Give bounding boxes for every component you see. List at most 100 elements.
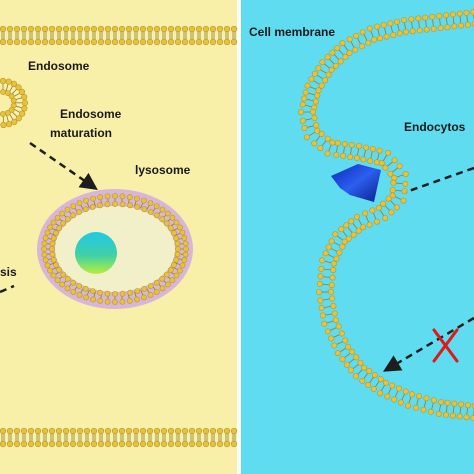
- lipid-head: [332, 231, 339, 238]
- lipid-head: [69, 38, 77, 46]
- lipid-head: [82, 206, 89, 213]
- lipid-head: [336, 249, 343, 256]
- lipid-head: [50, 219, 57, 226]
- lipid-head: [387, 20, 394, 27]
- lipid-head: [59, 210, 66, 217]
- drug-nanoparticle-in-lysosome: [75, 232, 117, 274]
- lipid-head: [27, 440, 35, 448]
- lipid-head: [443, 411, 450, 418]
- lipid-head: [97, 38, 105, 46]
- lipid-head: [119, 193, 126, 200]
- lipid-head: [153, 279, 160, 286]
- lipid-head: [170, 262, 177, 268]
- lipid-head: [464, 21, 471, 28]
- lipid-head: [159, 285, 166, 292]
- label-maturation-line2: maturation: [50, 126, 112, 140]
- label-partial-left: sis: [0, 265, 17, 279]
- lipid-head: [174, 240, 181, 247]
- lipid-head: [318, 82, 325, 89]
- lipid-head: [174, 251, 181, 258]
- lipid-head: [311, 70, 318, 77]
- lipid-head: [366, 25, 373, 32]
- lipid-head: [53, 262, 59, 268]
- lipid-head: [21, 105, 28, 112]
- lipid-head: [409, 28, 416, 35]
- lipid-head: [188, 38, 196, 46]
- lipid-head: [6, 440, 14, 448]
- lipid-head: [301, 95, 308, 102]
- lipid-head: [343, 222, 350, 229]
- lipid-head: [391, 396, 398, 403]
- lipid-head: [377, 376, 384, 383]
- left-bottom-bilayer: [0, 427, 238, 448]
- lipid-head: [126, 194, 133, 201]
- lipid-head: [339, 243, 346, 250]
- lipid-head: [188, 25, 196, 33]
- lipid-head: [76, 38, 84, 46]
- lipid-head: [302, 89, 309, 96]
- lipid-head: [21, 99, 29, 106]
- lipid-head: [167, 266, 174, 273]
- lipid-head: [430, 397, 437, 404]
- lipid-head: [181, 38, 189, 46]
- lipid-head: [182, 240, 189, 247]
- lipid-head: [169, 277, 176, 284]
- lipid-head: [331, 342, 338, 349]
- lipid-head: [83, 197, 89, 204]
- lipid-head: [371, 372, 378, 379]
- lipid-head: [303, 134, 310, 141]
- lipid-head: [90, 25, 98, 33]
- lipid-head: [389, 192, 396, 199]
- lipid-head: [112, 291, 118, 297]
- lipid-head: [390, 31, 397, 38]
- lipid-head: [416, 27, 423, 34]
- lipid-head: [153, 25, 161, 33]
- lipid-head: [376, 35, 383, 42]
- lipid-head: [15, 115, 22, 122]
- lipid-head: [374, 23, 381, 30]
- lipid-head: [54, 277, 61, 284]
- lipid-head: [0, 111, 6, 117]
- lipid-head: [384, 393, 391, 400]
- lipid-head: [55, 440, 63, 448]
- lipid-head: [345, 235, 352, 242]
- lipid-head: [132, 427, 140, 435]
- lipid-head: [90, 427, 98, 435]
- lipid-head: [5, 78, 12, 85]
- lipid-head: [11, 118, 18, 125]
- lipid-head: [385, 149, 392, 156]
- lipid-head: [55, 38, 63, 46]
- lipid-head: [83, 25, 91, 33]
- lipid-head: [125, 427, 133, 435]
- lipid-head: [458, 401, 465, 408]
- lipid-head: [49, 240, 56, 247]
- lipid-head: [76, 440, 84, 448]
- lipid-head: [146, 427, 154, 435]
- lipid-head: [175, 246, 181, 252]
- lipid-head: [153, 38, 161, 46]
- lipid-head: [327, 288, 334, 295]
- lipid-head: [359, 224, 366, 231]
- lipid-head: [104, 25, 112, 33]
- lipid-head: [223, 38, 231, 46]
- lipid-head: [20, 25, 28, 33]
- lipid-head: [62, 38, 70, 46]
- lipid-head: [76, 200, 83, 206]
- lipid-head: [383, 33, 390, 40]
- lipid-head: [393, 18, 400, 25]
- lipid-head: [328, 282, 335, 289]
- lipid-head: [97, 194, 104, 201]
- lipid-head: [333, 255, 340, 262]
- lipid-head: [174, 440, 182, 448]
- lipid-head: [41, 251, 48, 258]
- lipid-head: [332, 317, 339, 324]
- lipid-head: [317, 273, 324, 280]
- lipid-head: [348, 218, 355, 225]
- lipid-head: [329, 274, 336, 281]
- lipid-head: [216, 25, 224, 33]
- lipid-head: [111, 440, 119, 448]
- lipid-head: [449, 412, 456, 419]
- lipid-head: [382, 379, 389, 386]
- lipid-head: [140, 197, 147, 204]
